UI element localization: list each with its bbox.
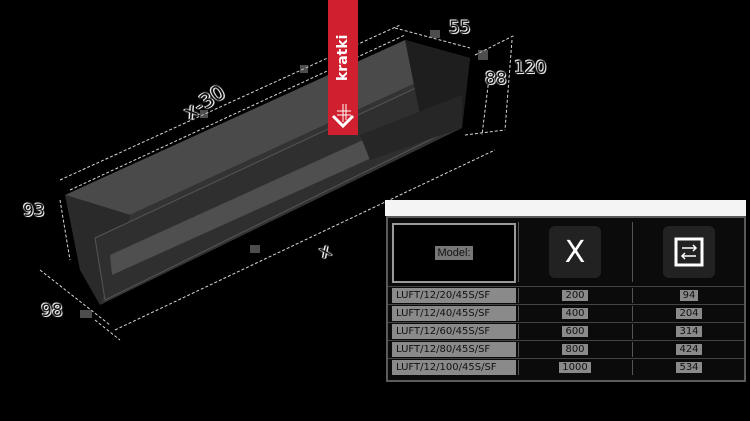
spec-table: Model: X LUFT/12/20/45S/SF 200 94 LUFT/1…: [386, 216, 746, 382]
table-row: LUFT/12/80/45S/SF 800 424: [388, 340, 744, 358]
header-exchange: [632, 222, 745, 282]
table-row: LUFT/12/100/45S/SF 1000 534: [388, 358, 744, 376]
grille-inner-floor: [360, 95, 462, 160]
brand-name: kratki: [335, 34, 351, 82]
row-x: 200: [518, 288, 631, 303]
spec-table-band: [385, 200, 746, 216]
dimension-height-outer: 120: [514, 58, 547, 78]
row-model: LUFT/12/60/45S/SF: [392, 324, 516, 339]
table-row: LUFT/12/40/45S/SF 400 204: [388, 304, 744, 322]
x-dimension-icon: X: [549, 226, 601, 278]
row-value: 424: [632, 342, 745, 357]
row-model: LUFT/12/40/45S/SF: [392, 306, 516, 321]
row-value: 534: [632, 360, 745, 375]
row-x: 800: [518, 342, 631, 357]
row-value: 204: [632, 306, 745, 321]
row-value: 314: [632, 324, 745, 339]
brand-badge: kratki: [328, 0, 358, 135]
dimension-left-depth: 98: [41, 301, 63, 321]
row-x: 400: [518, 306, 631, 321]
kratki-logo-arrow-icon: [331, 104, 355, 129]
table-row: LUFT/12/20/45S/SF 200 94: [388, 286, 744, 304]
row-model: LUFT/12/80/45S/SF: [392, 342, 516, 357]
dimension-height-inner: 88: [485, 69, 507, 89]
row-x: 1000: [518, 360, 631, 375]
dimension-halo: [80, 30, 488, 318]
table-row: LUFT/12/60/45S/SF 600 314: [388, 322, 744, 340]
row-x: 600: [518, 324, 631, 339]
dimension-depth-top: 55: [449, 18, 471, 38]
row-model: LUFT/12/20/45S/SF: [392, 288, 516, 303]
exchange-arrows-icon: [663, 226, 715, 278]
dimension-left-height: 93: [23, 201, 45, 221]
header-model: Model:: [392, 223, 516, 283]
header-x: X: [518, 222, 631, 282]
header-model-label: Model:: [435, 246, 473, 260]
row-model: LUFT/12/100/45S/SF: [392, 360, 516, 375]
grille-top-face: [65, 40, 470, 215]
row-value: 94: [632, 288, 745, 303]
spec-table-header: Model: X: [388, 218, 744, 286]
